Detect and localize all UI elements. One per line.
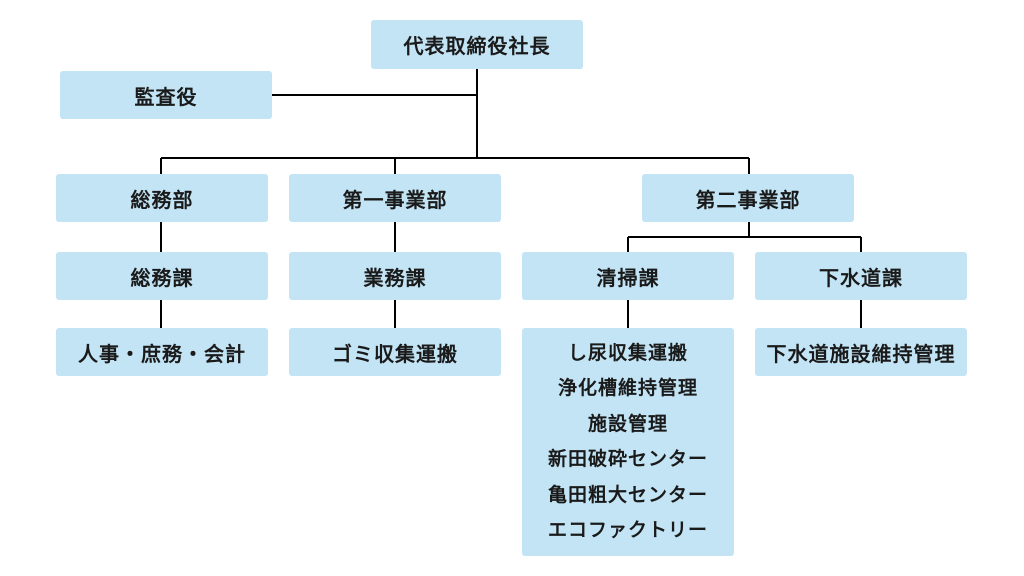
- auditor-box: 監査役: [60, 71, 272, 119]
- duty-item: 浄化槽維持管理: [557, 377, 698, 399]
- ceo-box: 代表取締役社長: [371, 20, 583, 69]
- duties-gesuidou: 下水道施設維持管理: [755, 328, 967, 376]
- duties-soumu: 人事・庶務・会計: [56, 328, 268, 376]
- duty-item: し尿収集運搬: [567, 341, 688, 364]
- department-daiichi: 第一事業部: [289, 174, 501, 222]
- section-gesuidou: 下水道課: [755, 252, 967, 300]
- department-daini: 第二事業部: [642, 174, 854, 222]
- section-seisou: 清掃課: [522, 252, 734, 300]
- section-gyoumu: 業務課: [289, 252, 501, 300]
- duty-item: 亀田粗大センター: [547, 483, 708, 506]
- department-soumu: 総務部: [56, 174, 268, 222]
- duties-gyoumu: ゴミ収集運搬: [289, 328, 501, 376]
- section-soumu: 総務課: [56, 252, 268, 300]
- duty-item: エコファクトリー: [547, 519, 708, 541]
- duties-seisou: し尿収集運搬 浄化槽維持管理 施設管理 新田破砕センター 亀田粗大センター エコ…: [522, 328, 734, 556]
- duty-item: 施設管理: [587, 412, 668, 435]
- duty-item: 新田破砕センター: [547, 448, 708, 470]
